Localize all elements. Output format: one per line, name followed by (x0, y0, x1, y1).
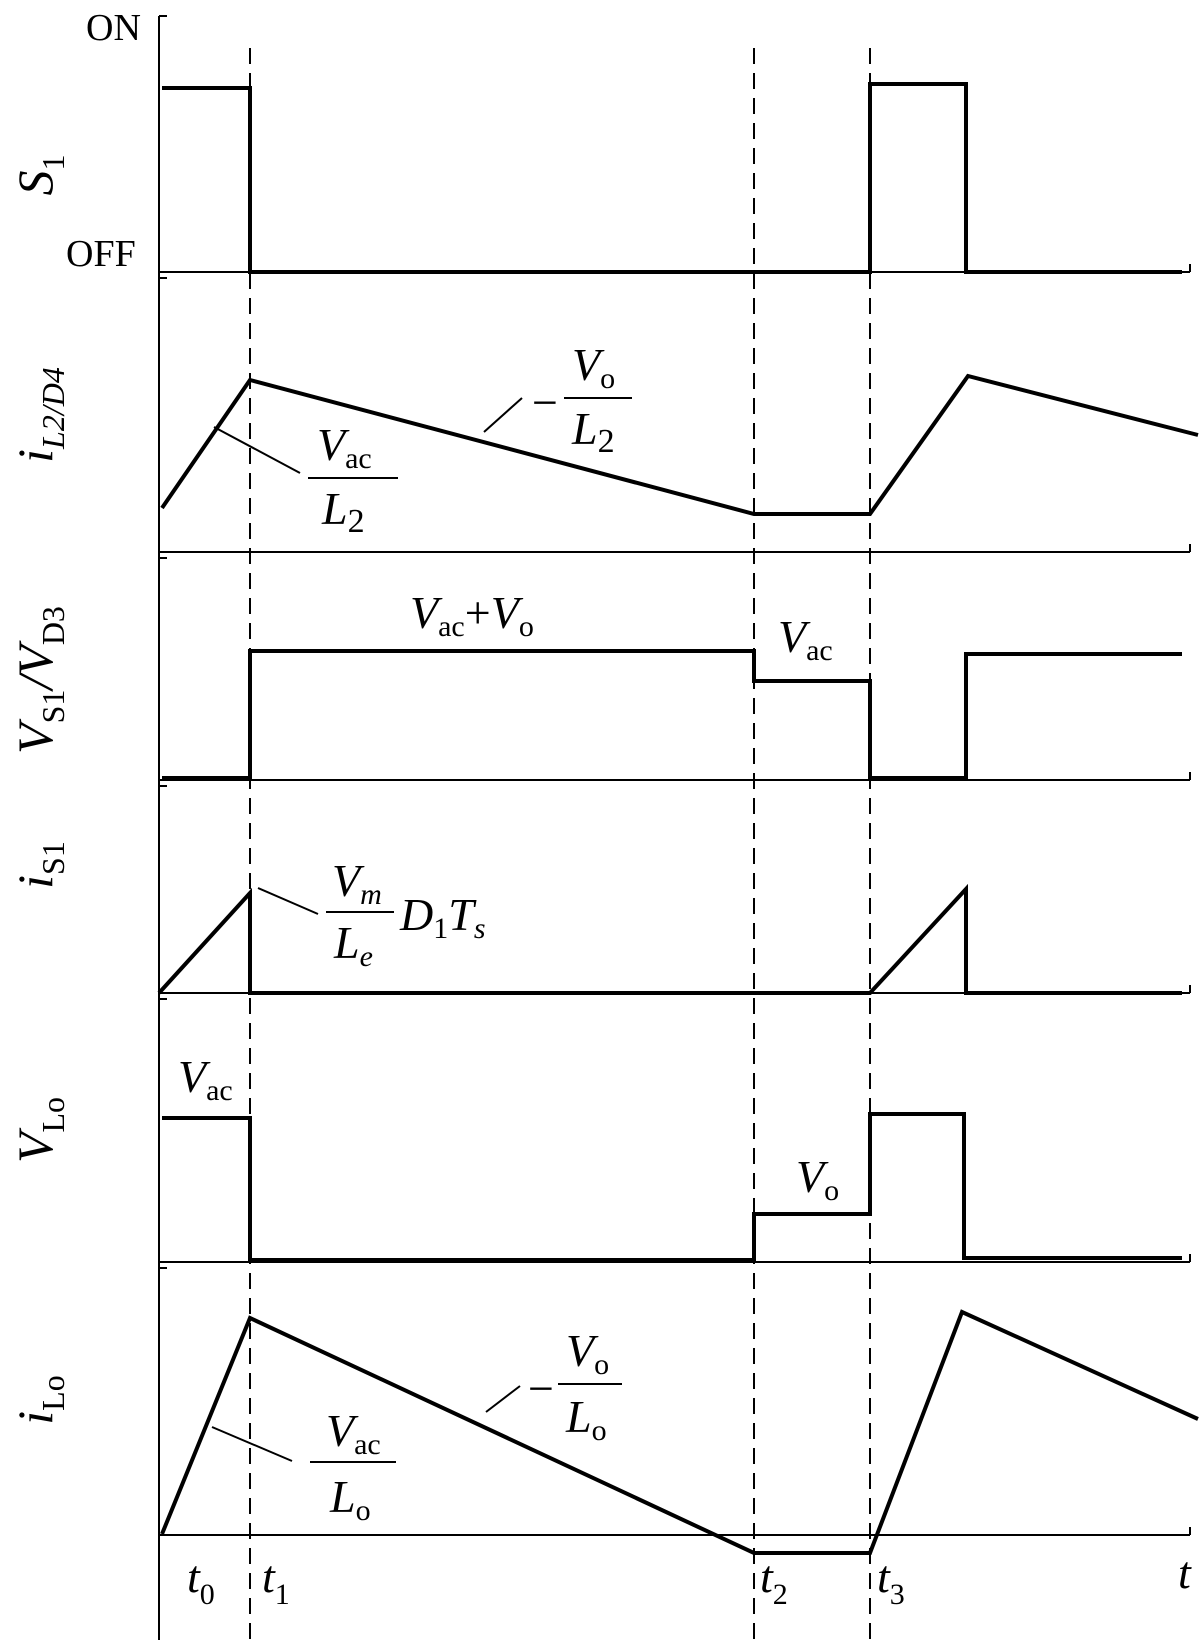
time-label-t2: t2 (760, 1551, 788, 1611)
ylabel-s1: S1 (7, 155, 71, 196)
time-markers (249, 48, 871, 1648)
svg-text:D1Ts: D1Ts (399, 889, 486, 945)
svg-text:Lo: Lo (329, 1471, 371, 1527)
annotation-vlo-mid-level: Vo (796, 1151, 839, 1207)
annotation-ilo-rise-slope: Vac Lo (211, 1405, 396, 1527)
waveform-s1 (162, 82, 1182, 274)
svg-text:Vac: Vac (778, 611, 833, 667)
time-label-t0: t0 (187, 1551, 215, 1611)
ylabel-is1: iS1 (7, 841, 71, 889)
annotation-ilo-fall-slope: − Vo Lo (485, 1325, 622, 1447)
svg-text:Vac: Vac (317, 419, 372, 475)
annotation-vlo-high-level: Vac (178, 1051, 233, 1107)
ylabel-vs1-vd3: VS1/VD3 (7, 606, 71, 754)
annotation-vs1-top-level: Vac+Vo (410, 587, 534, 643)
ylabel-ilo: iLo (7, 1375, 71, 1424)
label-on: ON (86, 7, 141, 49)
annotation-vs1-mid-level: Vac (778, 611, 833, 667)
svg-text:Vo: Vo (796, 1151, 839, 1207)
waveform-vlo (162, 1112, 1182, 1262)
svg-text:Vo: Vo (572, 339, 615, 395)
svg-text:Vac+Vo: Vac+Vo (410, 587, 534, 643)
svg-text:Le: Le (333, 917, 373, 973)
svg-text:Vac: Vac (178, 1051, 233, 1107)
time-label-t: t (1178, 1547, 1192, 1598)
time-label-t3: t3 (877, 1551, 905, 1611)
annotation-is1-peak: Vm Le D1Ts (257, 855, 486, 973)
axes (158, 15, 1191, 1640)
svg-text:Vo: Vo (566, 1325, 609, 1381)
svg-text:−: − (528, 1363, 554, 1414)
waveform-ilo (160, 1309, 1199, 1555)
ylabel-vlo: VLo (7, 1097, 71, 1163)
waveform-il2-d4 (160, 373, 1199, 516)
svg-text:L2: L2 (571, 403, 615, 460)
annotation-il2-rise-slope: Vac L2 (213, 419, 398, 540)
svg-text:−: − (532, 377, 558, 428)
svg-text:L2: L2 (321, 483, 365, 540)
svg-text:Vm: Vm (332, 855, 382, 911)
waveform-vs1-vd3 (162, 649, 1182, 780)
annotation-il2-fall-slope: − Vo L2 (483, 339, 632, 460)
time-label-t1: t1 (262, 1551, 290, 1611)
waveform-is1 (157, 883, 1182, 995)
ylabel-il2-d4: iL2/D4 (7, 367, 71, 463)
label-off: OFF (66, 233, 136, 275)
svg-text:Vac: Vac (326, 1405, 381, 1461)
svg-text:Lo: Lo (565, 1391, 607, 1447)
